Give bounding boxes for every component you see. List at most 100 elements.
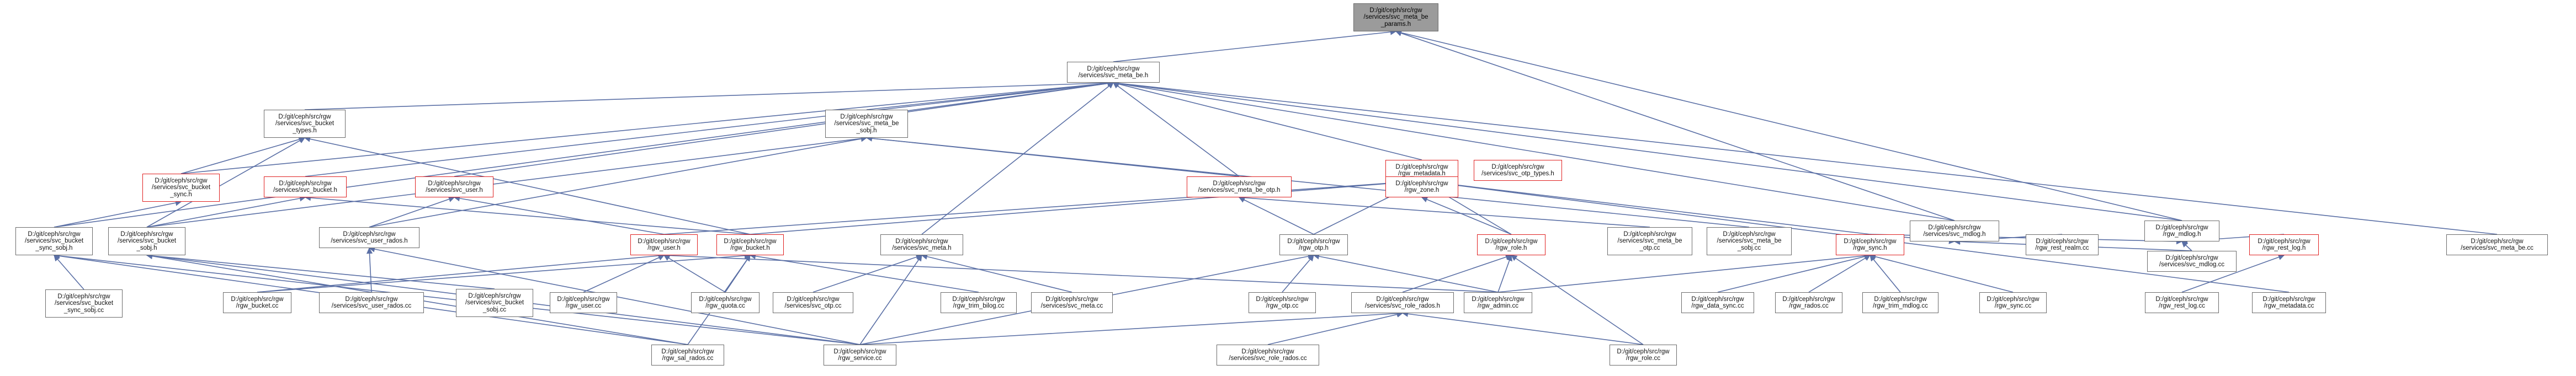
edge-rgw_data_sync_cc-to-rgw_sync_h	[1717, 253, 1871, 293]
node-svc-user-h[interactable]: D:/git/ceph/src/rgw /services/svc_user.h	[415, 176, 493, 197]
edge-svc_bucket_types-to-svc_meta_be_h	[304, 79, 1114, 110]
node-rgw-role-h[interactable]: D:/git/ceph/src/rgw /rgw_role.h	[1477, 234, 1545, 255]
edge-svc_meta_be_sobj_cc-to-svc_meta_be_sobj	[865, 135, 1750, 228]
edge-svc_user_rados-to-svc_user_h	[369, 196, 455, 228]
node-rgw-data-sync-cc[interactable]: D:/git/ceph/src/rgw /rgw_data_sync.cc	[1681, 292, 1754, 313]
edge-svc_user_rados_cc-to-svc_user_rados	[366, 247, 373, 293]
edge-svc_meta_cc-to-svc_meta	[921, 253, 1072, 293]
node-rgw-service-cc[interactable]: D:/git/ceph/src/rgw /rgw_service.cc	[824, 345, 896, 366]
edge-rgw_bucket_cc-to-rgw_bucket_h	[257, 253, 751, 293]
node-svc-bucket-sync-h[interactable]: D:/git/ceph/src/rgw /services/svc_bucket…	[142, 174, 220, 202]
node-rgw-sal-rados-cc[interactable]: D:/git/ceph/src/rgw /rgw_sal_rados.cc	[651, 345, 724, 366]
edge-rgw_metadata_h-to-svc_meta_be_h	[1112, 81, 1422, 160]
edge-svc_user_h-to-svc_meta_be_h	[454, 80, 1114, 177]
node-rgw-trim-bilog-cc[interactable]: D:/git/ceph/src/rgw /rgw_trim_bilog.cc	[941, 292, 1017, 313]
node-rgw-zone-h[interactable]: D:/git/ceph/src/rgw /rgw_zone.h	[1385, 176, 1458, 197]
node-rgw-mdlog-h[interactable]: D:/git/ceph/src/rgw /rgw_mdlog.h	[2144, 221, 2219, 241]
node-rgw-metadata-cc[interactable]: D:/git/ceph/src/rgw /rgw_metadata.cc	[2252, 292, 2326, 313]
node-svc-meta-h[interactable]: D:/git/ceph/src/rgw /services/svc_meta.h	[880, 234, 963, 255]
edge-rgw_rest_log_cc-to-rgw_rest_log_h	[2181, 254, 2285, 293]
node-rgw-rest-log-cc[interactable]: D:/git/ceph/src/rgw /rgw_rest_log.cc	[2145, 292, 2219, 313]
edge-rgw_admin_cc-to-rgw_otp_h	[1313, 253, 1499, 293]
edge-svc_bucket_sync_sobj_cc-to-svc_bucket_sync_sobj	[54, 255, 84, 290]
node-svc-meta-be-params-h[interactable]: D:/git/ceph/src/rgw /services/svc_meta_b…	[1353, 3, 1438, 31]
node-svc-otp-cc[interactable]: D:/git/ceph/src/rgw /services/svc_otp.cc	[773, 292, 853, 313]
node-svc-user-rados-h[interactable]: D:/git/ceph/src/rgw /services/svc_user_r…	[319, 227, 419, 248]
node-rgw-rados-cc[interactable]: D:/git/ceph/src/rgw /rgw_rados.cc	[1775, 292, 1842, 313]
edge-rgw_rados_cc-to-rgw_sync_h	[1808, 255, 1871, 293]
edge-rgw_bucket_h-to-svc_bucket_h	[304, 195, 751, 235]
edge-svc_bucket_sobj-to-svc_bucket_types	[146, 137, 305, 228]
node-svc-meta-be-h[interactable]: D:/git/ceph/src/rgw /services/svc_meta_b…	[1067, 62, 1160, 83]
node-svc-meta-be-cc[interactable]: D:/git/ceph/src/rgw /services/svc_meta_b…	[2446, 234, 2548, 255]
node-svc-bucket-sync-sobj-cc[interactable]: D:/git/ceph/src/rgw /services/svc_bucket…	[45, 289, 123, 318]
edge-svc_mdlog-to-svc_meta_be_h	[1112, 80, 1955, 221]
edge-rgw_mdlog_h-to-params	[1395, 29, 2182, 221]
node-svc-role-rados-h[interactable]: D:/git/ceph/src/rgw /services/svc_role_r…	[1351, 292, 1454, 313]
edge-rgw_admin_cc-to-rgw_sync_h	[1497, 253, 1871, 293]
edge-rgw_mdlog_h-to-svc_meta_be_h	[1112, 80, 2182, 221]
edge-rgw_user_cc-to-rgw_user_h	[583, 255, 665, 293]
edge-svc_bucket_sync_sobj-to-svc_bucket_sync	[54, 200, 182, 228]
edge-rgw_user_h-to-svc_user_h	[453, 195, 665, 235]
edge-rgw_bucket_h-to-svc_bucket_types	[304, 136, 751, 235]
edge-svc_mdlog-to-params	[1395, 30, 1955, 221]
edge-rgw_admin_cc-to-rgw_role_h	[1497, 254, 1512, 293]
node-rgw-trim-mdlog-cc[interactable]: D:/git/ceph/src/rgw /rgw_trim_mdlog.cc	[1862, 292, 1938, 313]
edge-rgw_sync_h-to-rgw_metadata_h	[1421, 178, 1871, 235]
edge-rgw_bucket_cc-to-rgw_user_h	[257, 253, 665, 293]
edge-svc_meta_be_otp_cc-to-svc_meta_be_otp	[1238, 195, 1650, 228]
edge-svc_user_rados-to-svc_meta_be_sobj	[369, 136, 868, 228]
node-svc-bucket-sobj-h[interactable]: D:/git/ceph/src/rgw /services/svc_bucket…	[108, 227, 185, 255]
edge-rgw_otp_cc-to-rgw_otp_h	[1282, 255, 1314, 293]
edge-rgw_role_cc-to-rgw_role_h	[1511, 255, 1644, 345]
node-svc-mdlog-h[interactable]: D:/git/ceph/src/rgw /services/svc_mdlog.…	[1910, 221, 1999, 241]
node-rgw-bucket-h[interactable]: D:/git/ceph/src/rgw /rgw_bucket.h	[716, 234, 784, 255]
edge-rgw_trim_bilog-to-rgw_bucket_h	[749, 253, 979, 293]
edge-svc_meta_be_otp-to-svc_meta_be_h	[1113, 82, 1240, 177]
edge-svc_meta_be_cc-to-svc_meta_be_h	[1112, 80, 2498, 235]
edge-svc_bucket_sync_sobj-to-svc_meta_be_h	[54, 80, 1114, 228]
edge-rgw_service_cc-to-svc_meta	[859, 255, 922, 345]
edge-svc_mdlog_cc-to-rgw_mdlog_h	[2181, 241, 2192, 251]
node-rgw-quota-cc[interactable]: D:/git/ceph/src/rgw /rgw_quota.cc	[691, 292, 759, 313]
edge-rgw_role_cc-to-svc_role_rados_h	[1401, 310, 1644, 345]
node-rgw-otp-cc[interactable]: D:/git/ceph/src/rgw /rgw_otp.cc	[1249, 292, 1316, 313]
node-svc-user-rados-cc[interactable]: D:/git/ceph/src/rgw /services/svc_user_r…	[319, 292, 424, 313]
node-rgw-sync-cc[interactable]: D:/git/ceph/src/rgw /rgw_sync.cc	[1979, 292, 2047, 313]
edge-rgw_user_h-to-rgw_metadata_h	[663, 178, 1423, 235]
node-svc-meta-be-sobj-h[interactable]: D:/git/ceph/src/rgw /services/svc_meta_b…	[825, 110, 908, 138]
node-svc-bucket-h[interactable]: D:/git/ceph/src/rgw /services/svc_bucket…	[264, 176, 347, 197]
node-rgw-sync-h[interactable]: D:/git/ceph/src/rgw /rgw_sync.h	[1836, 234, 1904, 255]
node-svc-bucket-sobj-cc[interactable]: D:/git/ceph/src/rgw /services/svc_bucket…	[456, 289, 533, 317]
node-svc-bucket-types-h[interactable]: D:/git/ceph/src/rgw /services/svc_bucket…	[264, 110, 346, 138]
edge-svc_role_rados_cc-to-svc_role_rados_h	[1267, 311, 1404, 345]
edge-rgw_sync_cc-to-rgw_sync_h	[1869, 254, 2014, 293]
edge-svc_bucket_sync-to-svc_meta_be_h	[180, 80, 1114, 174]
node-svc-role-rados-cc[interactable]: D:/git/ceph/src/rgw /services/svc_role_r…	[1217, 345, 1319, 366]
node-svc-meta-be-sobj-cc[interactable]: D:/git/ceph/src/rgw /services/svc_meta_b…	[1707, 227, 1792, 255]
node-rgw-otp-h[interactable]: D:/git/ceph/src/rgw /rgw_otp.h	[1279, 234, 1348, 255]
node-rgw-user-h[interactable]: D:/git/ceph/src/rgw /rgw_user.h	[630, 234, 698, 255]
node-svc-meta-cc[interactable]: D:/git/ceph/src/rgw /services/svc_meta.c…	[1031, 292, 1113, 313]
edge-svc_bucket_sobj-to-svc_bucket_h	[146, 195, 306, 228]
edge-rgw_otp_h-to-svc_meta_be_otp	[1238, 197, 1314, 235]
node-svc-bucket-sync-sobj-h[interactable]: D:/git/ceph/src/rgw /services/svc_bucket…	[15, 227, 93, 255]
node-rgw-admin-cc[interactable]: D:/git/ceph/src/rgw /rgw_admin.cc	[1464, 292, 1532, 313]
node-rgw-user-cc[interactable]: D:/git/ceph/src/rgw /rgw_user.cc	[550, 292, 617, 313]
edge-svc_bucket_h-to-svc_meta_be_h	[305, 80, 1114, 177]
edge-svc_otp_cc-to-svc_meta	[812, 254, 923, 293]
node-svc-otp-types-h[interactable]: D:/git/ceph/src/rgw /services/svc_otp_ty…	[1474, 160, 1562, 181]
edge-rgw_quota_cc-to-rgw_user_h	[663, 255, 726, 293]
edge-rgw_service_cc-to-svc_role_rados_h	[859, 310, 1404, 345]
edge-rgw_bucket_h-to-rgw_metadata_h	[750, 178, 1423, 235]
node-rgw-role-cc[interactable]: D:/git/ceph/src/rgw /rgw_role.cc	[1610, 345, 1677, 366]
node-rgw-rest-realm-cc[interactable]: D:/git/ceph/src/rgw /rgw_rest_realm.cc	[2026, 234, 2099, 255]
node-rgw-bucket-cc[interactable]: D:/git/ceph/src/rgw /rgw_bucket.cc	[223, 292, 291, 313]
node-svc-meta-be-otp-h[interactable]: D:/git/ceph/src/rgw /services/svc_meta_b…	[1187, 176, 1292, 197]
node-rgw-rest-log-h[interactable]: D:/git/ceph/src/rgw /rgw_rest_log.h	[2249, 234, 2319, 255]
edge-rgw_admin_cc-to-rgw_user_h	[663, 252, 1499, 293]
node-svc-meta-be-otp-cc[interactable]: D:/git/ceph/src/rgw /services/svc_meta_b…	[1607, 227, 1692, 255]
node-svc-mdlog-cc[interactable]: D:/git/ceph/src/rgw /services/svc_mdlog.…	[2147, 251, 2237, 272]
